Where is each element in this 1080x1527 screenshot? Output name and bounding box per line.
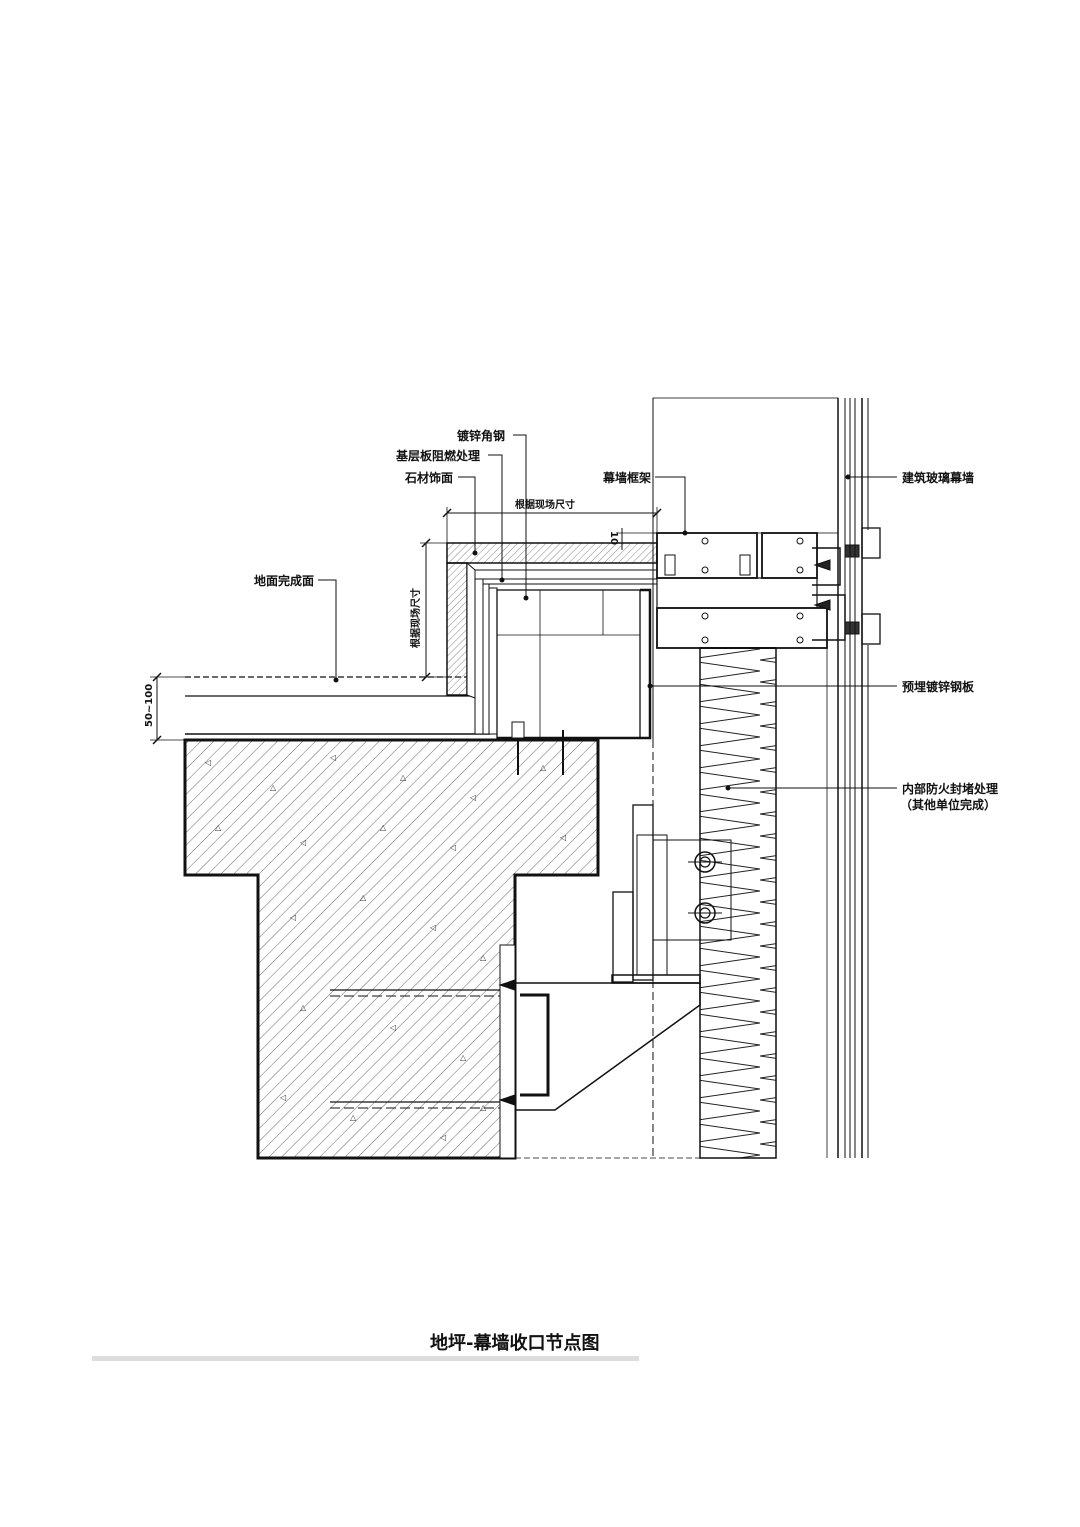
dim-horizontal-site-text: 根据现场尺寸 — [515, 498, 575, 511]
leader-lines — [318, 434, 897, 789]
svg-text:◁: ◁ — [204, 758, 211, 767]
dim-horizontal-site — [442, 507, 662, 543]
glass-curtain-wall — [826, 398, 869, 1158]
label-embedded-plate: 预埋镀锌钢板 — [902, 679, 975, 694]
steel-bracket — [611, 804, 732, 984]
svg-text:◁: ◁ — [469, 793, 476, 802]
fire-stop-insulation — [699, 647, 777, 1159]
drawing-title: 地坪-幕墙收口节点图 — [430, 1332, 599, 1354]
svg-text:◁: ◁ — [329, 753, 336, 762]
svg-text:◁: ◁ — [289, 913, 296, 922]
leader-dots — [333, 474, 851, 791]
label-stone-finish: 石材饰面 — [404, 470, 453, 485]
galvanized-angle-steel — [496, 588, 652, 775]
support-channel — [330, 944, 701, 1159]
svg-text:◁: ◁ — [299, 838, 306, 847]
dim-vertical-site-text: 根据现场尺寸 — [409, 588, 422, 648]
concrete-aggregate-marks: ◁ △ ◁ △ ◁ △ △ ◁ △ ◁ ◁ ◁ △ ◁ △ △ ◁ △ ◁ △ ◁ △ — [204, 753, 566, 1142]
svg-text:△: △ — [400, 773, 407, 782]
label-galvanized-angle: 镀锌角钢 — [457, 428, 505, 443]
dim-floor-height — [150, 672, 185, 745]
dim-vertical-site — [420, 538, 447, 682]
floor-finish-layers — [185, 676, 490, 735]
svg-text:△: △ — [215, 823, 222, 832]
svg-text:◁: ◁ — [439, 1133, 446, 1142]
label-floor-finish: 地面完成面 — [254, 573, 314, 588]
svg-text:△: △ — [480, 1103, 487, 1112]
svg-text:△: △ — [460, 1053, 467, 1062]
label-curtain-frame: 幕墙框架 — [602, 470, 651, 485]
curtain-wall-frame — [652, 397, 881, 649]
svg-text:△: △ — [300, 1003, 307, 1012]
svg-text:△: △ — [350, 1113, 357, 1122]
label-glass-curtain-wall: 建筑玻璃幕墙 — [901, 470, 974, 485]
svg-text:△: △ — [360, 893, 367, 902]
svg-text:◁: ◁ — [559, 833, 566, 842]
svg-text:△: △ — [480, 953, 487, 962]
dim-gap-10-text: 10 — [608, 531, 619, 545]
dim-gap-10 — [618, 528, 657, 550]
svg-text:△: △ — [380, 823, 387, 832]
svg-text:◁: ◁ — [279, 1093, 286, 1102]
svg-text:△: △ — [540, 763, 547, 772]
label-fire-stop-line2: （其他单位完成） — [900, 797, 996, 812]
stone-cladding — [446, 542, 658, 735]
svg-text:◁: ◁ — [389, 1023, 396, 1032]
svg-text:△: △ — [270, 783, 277, 792]
title-underline — [92, 1356, 639, 1361]
svg-text:◁: ◁ — [449, 843, 456, 852]
dim-floor-height-text: 50~100 — [144, 684, 155, 727]
label-base-board: 基层板阻燃处理 — [395, 448, 480, 463]
svg-text:◁: ◁ — [429, 923, 436, 932]
label-fire-stop-line1: 内部防火封堵处理 — [902, 781, 998, 796]
